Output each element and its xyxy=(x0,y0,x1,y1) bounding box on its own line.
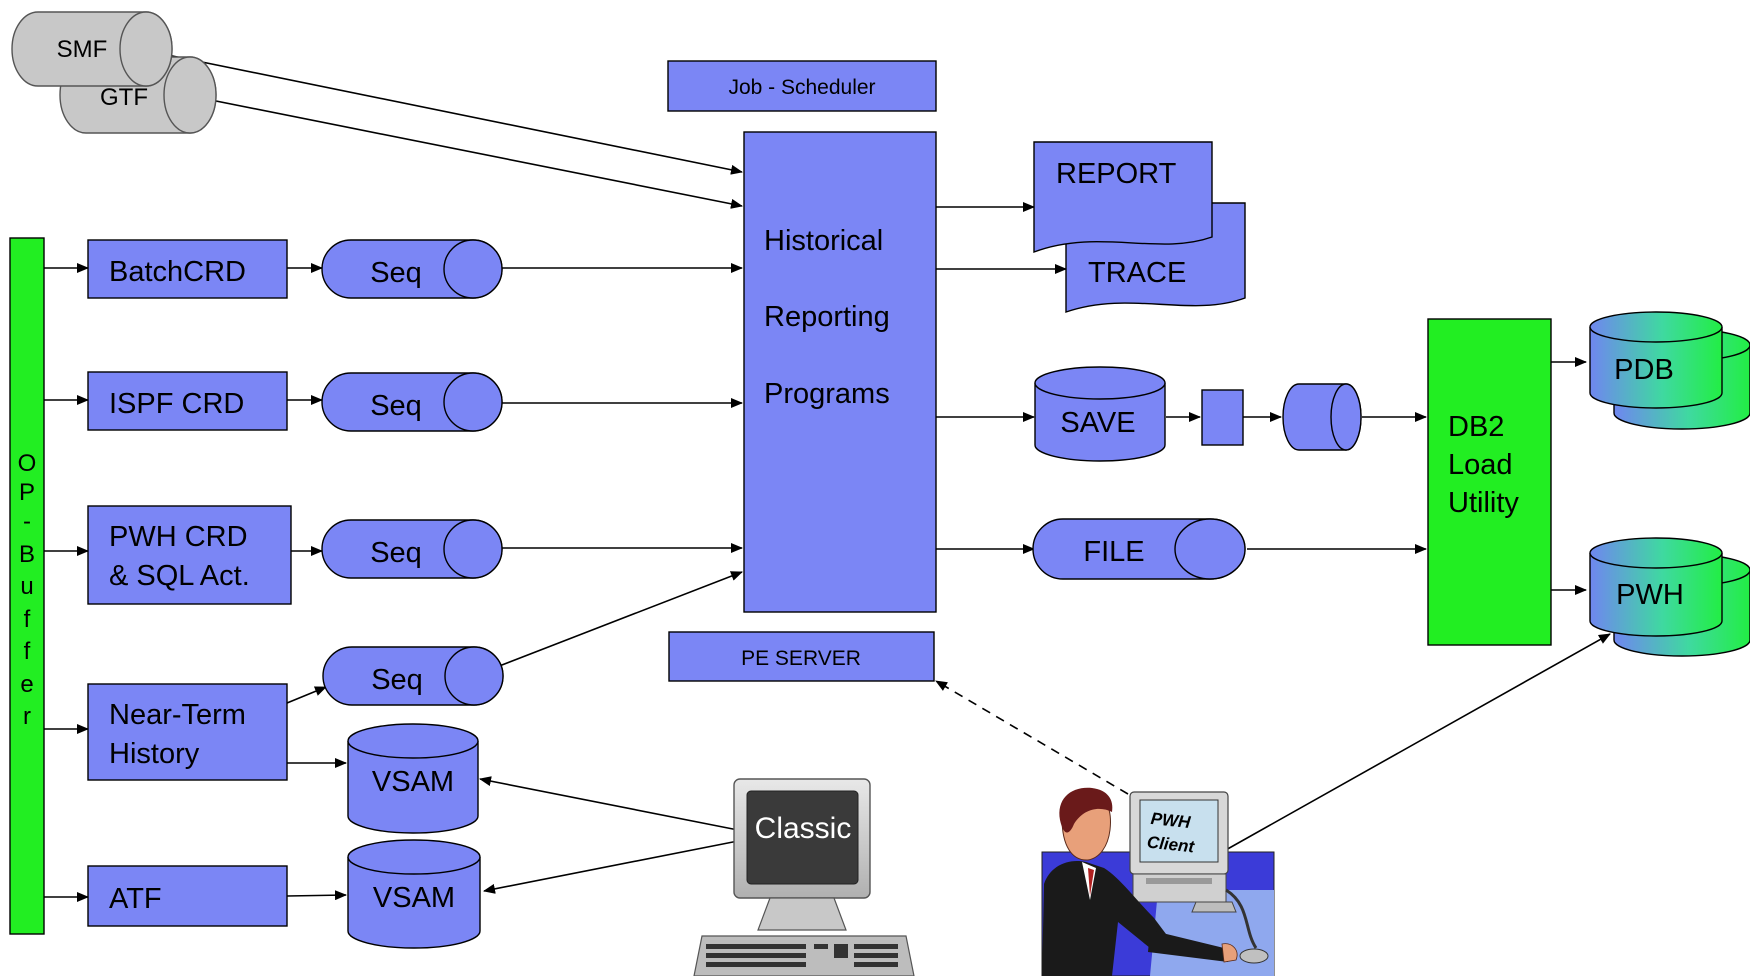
op-buffer-char-7: e xyxy=(20,671,33,698)
hrp-label-line3: Programs xyxy=(764,378,890,410)
smf-to-hrp-arrow xyxy=(142,49,743,175)
file-label: FILE xyxy=(1083,536,1144,568)
op-buffer-char-3: B xyxy=(19,541,35,568)
job-scheduler-box: Job - Scheduler xyxy=(667,60,937,112)
report-document: REPORT xyxy=(1033,141,1213,254)
pdb-label: PDB xyxy=(1614,354,1674,386)
seq-cylinder-3: Seq xyxy=(321,519,503,579)
op-buffer-char-0: O xyxy=(18,450,37,477)
nearterm-box: Near-Term History xyxy=(87,683,288,781)
pdb-database: PDB xyxy=(1589,311,1750,430)
seq-label-4: Seq xyxy=(371,664,423,696)
file-cylinder: FILE xyxy=(1032,518,1246,580)
classic-computer-icon: Classic xyxy=(693,778,915,976)
connectors xyxy=(44,49,1611,902)
db2-label-line3: Utility xyxy=(1448,487,1519,519)
ispfcrd-label: ISPF CRD xyxy=(109,388,244,420)
batchcrd-box: BatchCRD xyxy=(87,239,288,299)
op-buffer-char-5: f xyxy=(24,606,31,633)
vsam-label-2: VSAM xyxy=(373,882,455,914)
save-cylinder: SAVE xyxy=(1034,366,1166,462)
nearterm-label-line2: History xyxy=(109,738,200,770)
smf-label: SMF xyxy=(57,36,108,63)
db2-label-line1: DB2 xyxy=(1448,411,1504,443)
pe-server-label: PE SERVER xyxy=(741,647,861,670)
nearterm-label-line1: Near-Term xyxy=(109,699,246,731)
smf-cylinder: SMF xyxy=(11,11,173,87)
atf-box: ATF xyxy=(87,865,288,927)
classic-to-vsam2-arrow xyxy=(483,840,739,894)
seq-label-2: Seq xyxy=(370,390,422,422)
atf-to-vsam-arrow xyxy=(286,890,347,901)
op-buffer-char-1: P xyxy=(19,479,35,506)
db2-load-utility-box: DB2 Load Utility xyxy=(1427,318,1552,646)
pwh-client-to-pe-server-arrow xyxy=(935,680,1129,795)
op-buffer-char-2: - xyxy=(23,508,31,535)
classic-label: Classic xyxy=(755,812,852,845)
pwh-label: PWH xyxy=(1616,579,1684,611)
job-scheduler-label: Job - Scheduler xyxy=(728,76,875,99)
vsam-cylinder-2: VSAM xyxy=(347,839,481,949)
pwh-client-label-line2: Client xyxy=(1146,833,1196,857)
intermediate-cylinder xyxy=(1282,383,1362,451)
op-buffer-char-6: f xyxy=(24,638,31,665)
pwhcrd-box: PWH CRD & SQL Act. xyxy=(87,505,292,605)
op-buffer: O P - B u f f e r xyxy=(9,237,45,935)
db2-label-line2: Load xyxy=(1448,449,1513,481)
classic-to-vsam1-arrow xyxy=(479,776,739,831)
op-buffer-char-8: r xyxy=(23,703,31,730)
gtf-to-hrp-arrow xyxy=(185,94,743,209)
hrp-label-line1: Historical xyxy=(764,225,883,257)
pwh-client-to-pwh-arrow xyxy=(1223,633,1611,852)
seq-label-1: Seq xyxy=(370,257,422,289)
op-buffer-char-4: u xyxy=(20,573,33,600)
pwhcrd-label-line1: PWH CRD xyxy=(109,521,248,553)
ispfcrd-box: ISPF CRD xyxy=(87,371,288,431)
nearterm-to-seq-arrow xyxy=(286,686,327,704)
pwh-client-workstation-icon: PWH Client xyxy=(1041,787,1275,976)
pwhcrd-label-line2: & SQL Act. xyxy=(109,560,250,592)
seq-label-3: Seq xyxy=(370,537,422,569)
historical-reporting-programs-box: Historical Reporting Programs xyxy=(743,131,937,613)
pe-server-box: PE SERVER xyxy=(668,631,935,682)
seq4-to-hrp-arrow xyxy=(475,571,743,676)
pwh-database: PWH xyxy=(1589,537,1750,657)
save-label: SAVE xyxy=(1060,407,1135,439)
seq-cylinder-1: Seq xyxy=(321,239,503,299)
report-label: REPORT xyxy=(1056,158,1177,190)
intermediate-box xyxy=(1201,389,1244,446)
gtf-label: GTF xyxy=(100,84,148,111)
pwh-client-label-line1: PWH xyxy=(1150,809,1192,832)
atf-label: ATF xyxy=(109,883,162,915)
hrp-label-line2: Reporting xyxy=(764,301,890,333)
vsam-label-1: VSAM xyxy=(372,766,454,798)
trace-label: TRACE xyxy=(1088,257,1186,289)
seq-cylinder-4: Seq xyxy=(322,646,504,706)
vsam-cylinder-1: VSAM xyxy=(347,723,479,834)
seq-cylinder-2: Seq xyxy=(321,372,503,432)
batchcrd-label: BatchCRD xyxy=(109,256,246,288)
